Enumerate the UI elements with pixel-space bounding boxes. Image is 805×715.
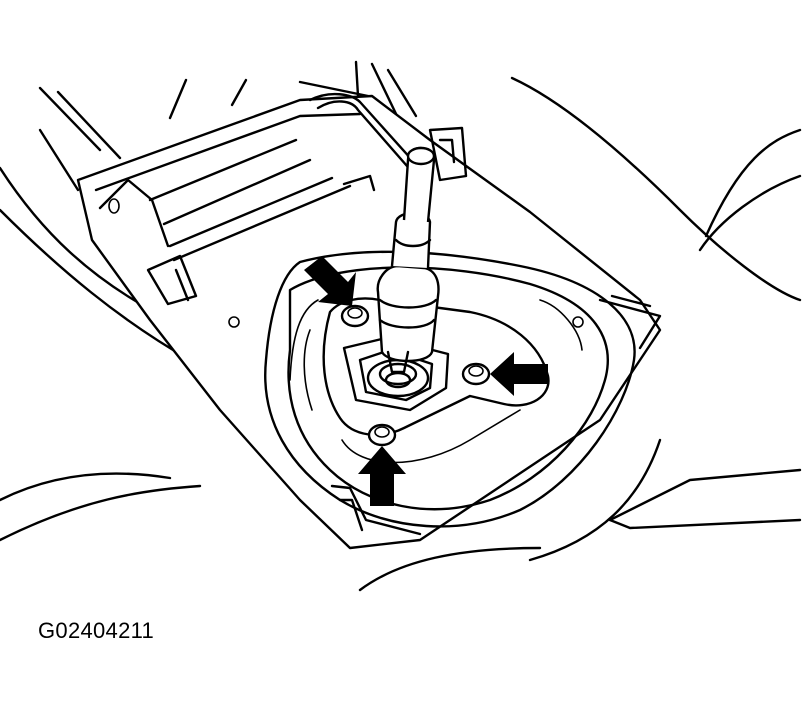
surrounding-trim-lines: [0, 60, 802, 592]
shifter-console-illustration: [0, 60, 802, 592]
mounting-bolt-right: [461, 362, 491, 386]
mounting-bolt-lower: [367, 423, 397, 447]
console-base-trim: [330, 294, 662, 536]
shift-lever: [376, 146, 440, 389]
figure-code-label: G02404211: [38, 618, 155, 643]
callout-arrow-right: [490, 352, 548, 396]
callout-arrow-upper-left: [304, 256, 356, 306]
mounting-bolt-upper-left: [340, 304, 370, 328]
shift-boot-opening: [264, 250, 636, 528]
callout-arrow-lower: [358, 446, 406, 506]
